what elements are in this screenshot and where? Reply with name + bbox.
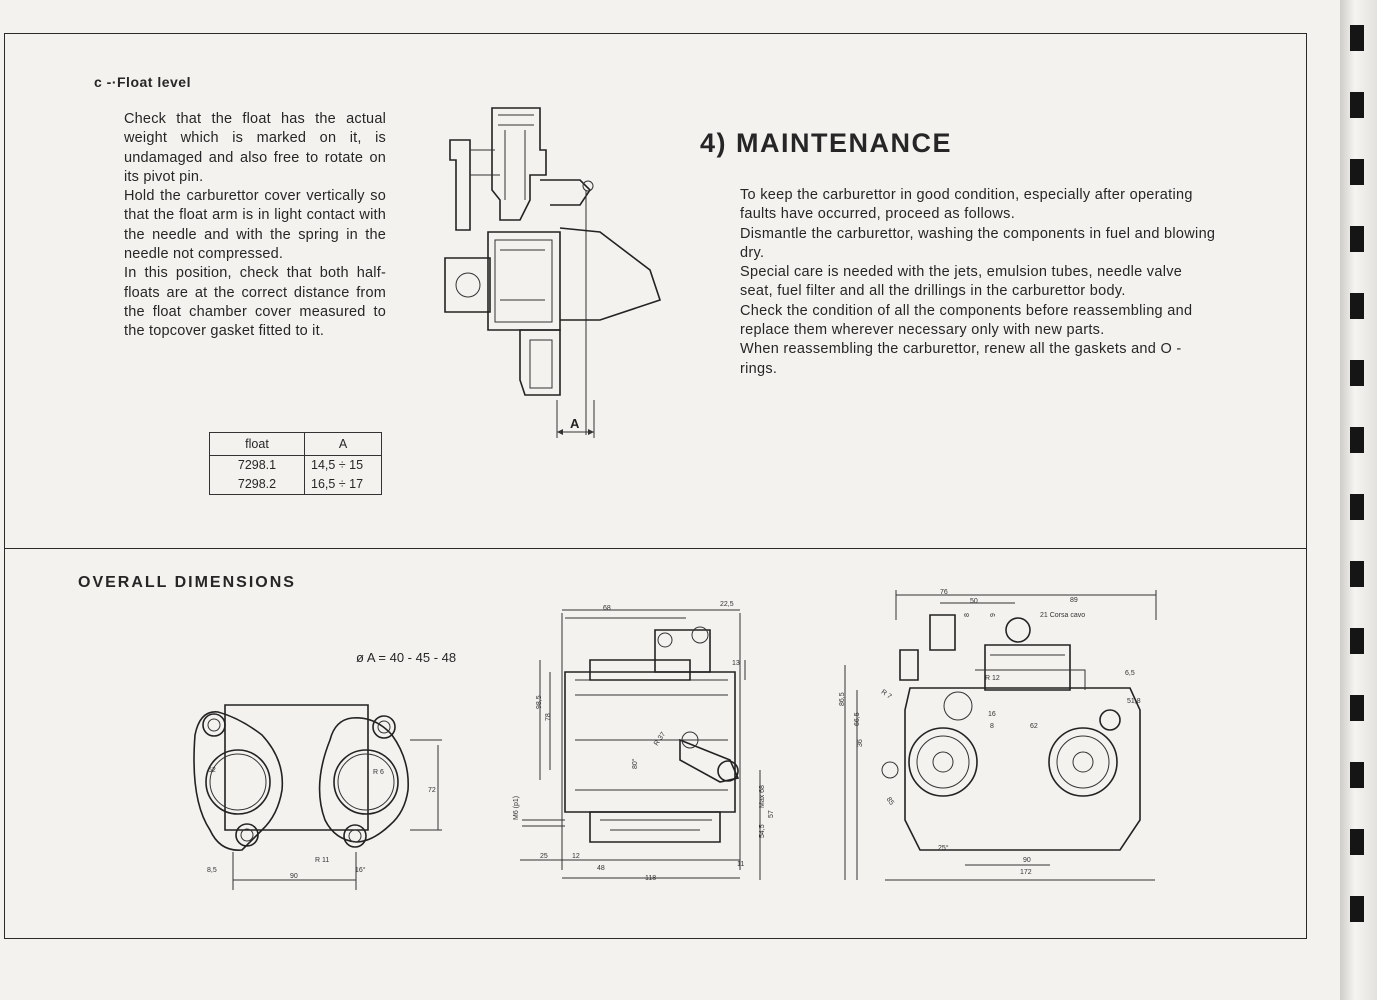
- float-table-cell: 7298.1: [209, 455, 305, 475]
- front-dim: 9: [990, 613, 997, 617]
- side-dim: 48: [597, 865, 605, 872]
- binder-hole: [1350, 896, 1364, 922]
- binder-hole: [1350, 293, 1364, 319]
- binder-hole: [1350, 226, 1364, 252]
- front-dim: 21 Corsa cavo: [1040, 612, 1085, 619]
- flange-dim: 8,5: [207, 867, 217, 874]
- binder-hole: [1350, 628, 1364, 654]
- float-level-heading: c -·Float level: [94, 74, 191, 90]
- flange-dim: R 6: [373, 769, 384, 776]
- front-dim: 62: [1030, 723, 1038, 730]
- front-dim: 76: [940, 589, 948, 596]
- front-dim: 86,5: [839, 692, 846, 706]
- section-divider: [4, 548, 1306, 549]
- front-dim: 36: [857, 739, 864, 747]
- binder-hole: [1350, 25, 1364, 51]
- float-table-header: A: [304, 432, 382, 456]
- overall-dimensions-title: OVERALL DIMENSIONS: [78, 574, 296, 591]
- side-dim: 57: [768, 810, 775, 818]
- side-dim: 68: [603, 605, 611, 612]
- float-level-text: Check that the float has the actual weig…: [124, 110, 386, 342]
- float-paragraph: In this position, check that both half-f…: [124, 265, 386, 340]
- front-view-drawing: 76 50 89 21 Corsa cavo 8 9 86,5 66,5 R 1…: [839, 589, 1157, 881]
- binder-hole: [1350, 494, 1364, 520]
- binder-hole: [1350, 762, 1364, 788]
- side-dim: 80°: [631, 758, 639, 769]
- front-dim: 66,5: [854, 712, 861, 726]
- maintenance-text: To keep the carburettor in good conditio…: [740, 186, 1218, 379]
- binder-hole: [1350, 360, 1364, 386]
- maintenance-title: 4) MAINTENANCE: [700, 128, 953, 158]
- float-paragraph: Check that the float has the actual weig…: [124, 111, 386, 185]
- maintenance-paragraph: To keep the carburettor in good conditio…: [740, 187, 1193, 223]
- side-dim: 22,5: [720, 601, 734, 608]
- maintenance-paragraph: Check the condition of all the component…: [740, 302, 1193, 339]
- front-dim: R 12: [985, 675, 1000, 682]
- float-table-cell: 14,5 ÷ 15: [304, 455, 382, 475]
- float-paragraph: Hold the carburettor cover vertically so…: [124, 188, 386, 263]
- front-dim: 8: [964, 613, 971, 617]
- binder-hole: [1350, 829, 1364, 855]
- flange-dim: R 11: [315, 857, 329, 864]
- side-dim: 78: [545, 713, 552, 721]
- float-cutaway-drawing: A: [444, 107, 662, 438]
- side-dim: 25: [540, 853, 548, 860]
- front-dim: 6,5: [1125, 670, 1135, 677]
- maintenance-paragraph: Dismantle the carburettor, washing the c…: [740, 225, 1216, 261]
- float-table-cell: 16,5 ÷ 17: [304, 475, 382, 495]
- page-frame: [4, 33, 1307, 939]
- float-table-header: float: [209, 432, 305, 456]
- front-dim: 90: [1023, 857, 1031, 864]
- binder-hole: [1350, 695, 1364, 721]
- front-dim: 16: [988, 711, 996, 718]
- float-table-cell: 7298.2: [209, 475, 305, 495]
- binder-hole: [1350, 427, 1364, 453]
- flange-dim: 72: [428, 787, 436, 794]
- front-dim: 172: [1020, 869, 1032, 876]
- side-dim: 12: [572, 853, 580, 860]
- side-dim: 13: [732, 660, 740, 667]
- front-dim: 25°: [938, 844, 949, 852]
- front-dim: 8: [990, 723, 994, 730]
- side-dim: 98,5: [536, 695, 543, 709]
- front-dim: 50: [970, 598, 978, 605]
- side-dim: R 37: [653, 731, 667, 747]
- side-dim: 11: [737, 861, 744, 868]
- front-dim: 89: [1070, 597, 1078, 604]
- side-dim: Max 68: [759, 785, 766, 808]
- front-dim: 51,8: [1127, 698, 1141, 705]
- maintenance-paragraph: Special care is needed with the jets, em…: [740, 264, 1183, 300]
- flange-dim: 90: [290, 873, 298, 880]
- front-dim: 85: [885, 796, 895, 806]
- flange-dim: 16°: [355, 866, 366, 874]
- binder-hole: [1350, 561, 1364, 587]
- maintenance-paragraph: When reassembling the carburettor, renew…: [740, 341, 1182, 377]
- side-dim: 118: [645, 875, 656, 882]
- binder-hole: [1350, 159, 1364, 185]
- binder-hole: [1350, 92, 1364, 118]
- side-dim: M6 (p1): [513, 796, 520, 820]
- float-table: float A 7298.1 14,5 ÷ 15 7298.2 16,5 ÷ 1…: [209, 432, 382, 495]
- diameter-note: ø A = 40 - 45 - 48: [356, 650, 457, 665]
- flange-drawing: 62 72 8,5 R 11 16° 90 R 6: [193, 704, 442, 890]
- side-dim: 54,5: [759, 824, 766, 838]
- side-view-drawing: 68 22,5 13 98,5 78 R 37 80° M6 (p1) 54,5…: [513, 601, 775, 882]
- front-dim: R 7: [880, 689, 893, 701]
- dimension-label-a: A: [570, 416, 580, 431]
- flange-dim: 62: [208, 767, 216, 774]
